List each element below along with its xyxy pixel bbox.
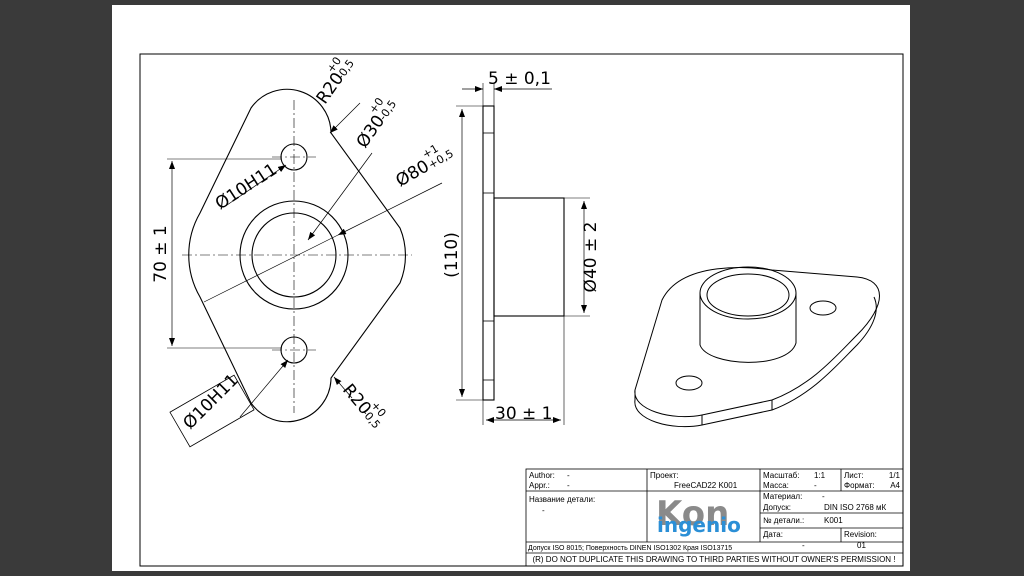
drawing-canvas: 70 ± 1 R20 +0 -0,5 Ø30 +0 -0,5 Ø80 +1 +0… <box>139 53 904 567</box>
flange-outline <box>188 88 407 423</box>
tb-copyright: (R) DO NOT DUPLICATE THIS DRAWING TO THI… <box>532 555 895 564</box>
iso-flange-top <box>634 267 880 418</box>
hole-bottom-frame <box>169 374 255 448</box>
tb-material-label: Материал: <box>763 492 802 501</box>
tb-tolerance-label: Допуск: <box>763 503 791 512</box>
tb-date-value: - <box>802 541 805 550</box>
tb-scale-label: Масштаб: <box>763 471 799 480</box>
dim-5-label: 5 ± 0,1 <box>488 69 551 89</box>
tb-part-no-value: K001 <box>824 516 843 525</box>
tb-format-value: A4 <box>890 481 900 490</box>
center-lines <box>182 100 412 413</box>
tb-scale-value: 1:1 <box>814 471 826 480</box>
tb-material-value: - <box>822 492 825 501</box>
dim-70-label: 70 ± 1 <box>151 225 171 283</box>
tb-tolerance-value: DIN ISO 2768 мК <box>824 503 887 512</box>
logo-text-bottom: ingenio <box>657 513 741 537</box>
iso-bore <box>706 273 790 317</box>
drawing-sheet: 70 ± 1 R20 +0 -0,5 Ø30 +0 -0,5 Ø80 +1 +0… <box>112 5 910 571</box>
tb-revision-value: 01 <box>857 541 866 550</box>
tb-project-value: FreeCAD22 K001 <box>674 481 738 490</box>
tb-appr-value: - <box>567 481 570 490</box>
tb-part-no-label: № детали.: <box>763 516 804 525</box>
logo-text-top: Kon <box>656 494 729 534</box>
drawing-border <box>139 53 904 567</box>
tb-project-label: Проект: <box>650 471 679 480</box>
side-view <box>456 83 590 425</box>
tb-mass-value: - <box>814 481 817 490</box>
tb-revision-label: Revision: <box>844 530 877 539</box>
tb-sheet-label: Лист: <box>844 471 864 480</box>
tb-part-name-label: Название детали: <box>529 495 595 504</box>
front-view <box>167 88 443 448</box>
tb-appr-label: Appr.: <box>529 481 550 490</box>
flange-profile <box>482 105 495 401</box>
title-block: Author: - Appr.: - Проект: FreeCAD22 K00… <box>525 468 904 567</box>
tb-format-label: Формат: <box>844 481 875 490</box>
tb-sheet-value: 1/1 <box>889 471 901 480</box>
dim-d40-label: Ø40 ± 2 <box>581 222 601 293</box>
tb-author-value: - <box>567 471 570 480</box>
dim-hole-bottom-label: Ø10H11 <box>179 370 242 433</box>
boss-profile <box>493 197 565 317</box>
iso-boss-top <box>699 266 797 320</box>
company-logo: Kon ingenio <box>656 494 741 537</box>
iso-flange-side <box>634 296 877 428</box>
dim-110-label: (110) <box>442 232 462 278</box>
isometric-view <box>634 266 880 428</box>
iso-boss-body <box>699 293 797 363</box>
side-view-labels: 5 ± 0,1 (110) Ø40 ± 2 30 ± 1 <box>442 69 601 424</box>
iso-hole-right <box>809 300 837 316</box>
tb-mass-label: Масса: <box>763 481 789 490</box>
tb-tolerances-note: Допуск ISO 8015; Поверхность DINEN ISO13… <box>528 545 732 552</box>
tb-part-name-value: - <box>542 506 545 515</box>
front-view-labels: 70 ± 1 R20 +0 -0,5 Ø30 +0 -0,5 Ø80 +1 +0… <box>151 55 456 434</box>
dim-30-label: 30 ± 1 <box>495 404 553 424</box>
tb-author-label: Author: <box>529 471 555 480</box>
iso-hole-left <box>675 375 703 391</box>
tb-date-label: Дата: <box>763 530 783 539</box>
